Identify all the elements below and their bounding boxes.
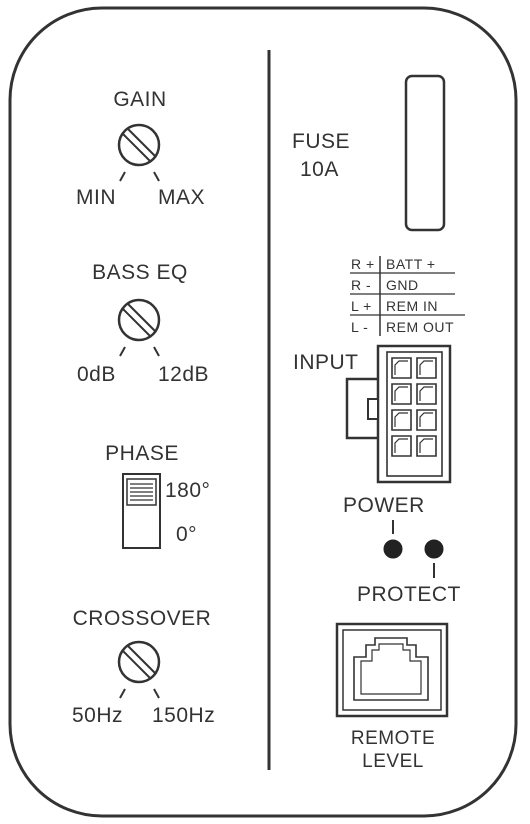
phase-switch[interactable] [122,473,161,549]
crossover-max-tick [153,688,160,699]
fuse-title: FUSE [292,130,351,153]
gain-max-label: MAX [158,186,206,209]
fuse-rating: 10A [300,158,339,181]
wiring-pin-1: R + [351,256,375,272]
remote-level-jack[interactable] [335,622,449,718]
wiring-function-3: REM IN [386,298,438,314]
gain-min-tick [119,171,126,182]
wiring-pin-4: L - [351,319,369,335]
wiring-pin-3: L + [351,298,372,314]
bass-eq-title: BASS EQ [92,261,188,284]
gain-knob[interactable] [117,123,161,167]
crossover-min-tick [119,688,126,699]
input-label: INPUT [293,351,359,374]
protect-label: PROTECT [357,583,461,606]
panel-outline [8,6,518,818]
protect-led [424,539,444,559]
crossover-knob[interactable] [117,640,161,684]
bass-eq-max-label: 12dB [158,363,210,386]
gain-min-label: MIN [76,186,116,209]
bass-eq-max-tick [153,346,160,357]
power-label: POWER [343,494,425,517]
bass-eq-knob[interactable] [117,298,161,342]
wiring-function-4: REM OUT [386,319,455,335]
wiring-legend-lines [350,256,465,336]
bass-eq-min-label: 0dB [77,363,116,386]
gain-max-tick [153,171,160,182]
wiring-pin-2: R - [351,277,372,293]
crossover-max-label: 150Hz [152,704,216,727]
fuse-slot[interactable] [404,74,446,232]
wiring-function-2: GND [386,277,419,293]
bass-eq-min-tick [119,346,126,357]
input-connector[interactable] [345,344,452,484]
wiring-function-1: BATT + [386,256,436,272]
power-led [383,539,403,559]
remote-level-label-line1: REMOTE [350,728,436,749]
remote-level-label-line2: LEVEL [362,751,424,772]
phase-title: PHASE [105,442,179,465]
phase-180-label: 180° [165,479,211,502]
gain-title: GAIN [113,88,167,111]
phase-0-label: 0° [176,523,198,546]
crossover-title: CROSSOVER [72,607,212,630]
crossover-min-label: 50Hz [72,704,124,727]
